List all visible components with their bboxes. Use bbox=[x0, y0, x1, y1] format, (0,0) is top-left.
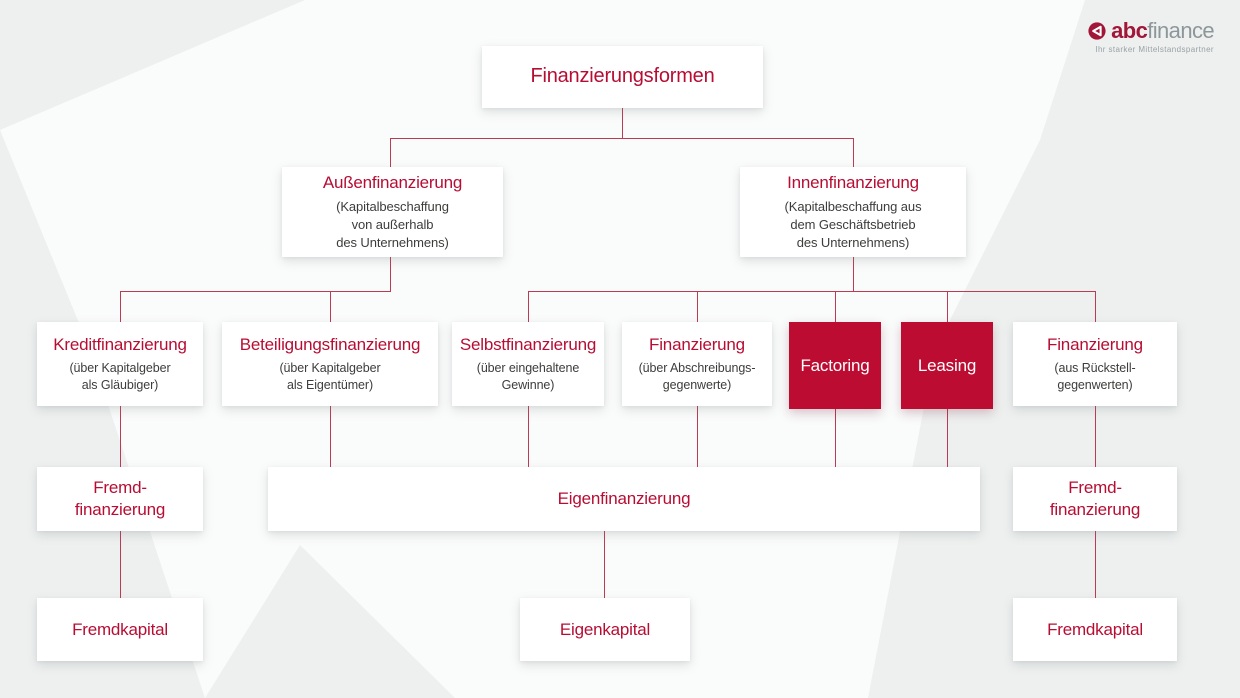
connector-line bbox=[697, 404, 698, 467]
connector-line bbox=[120, 404, 121, 467]
node-label: Finanzierung bbox=[649, 334, 745, 354]
connector-line bbox=[947, 404, 948, 467]
node-factoring: Factoring bbox=[789, 322, 881, 409]
connector-line bbox=[1095, 531, 1096, 598]
connector-line bbox=[330, 291, 331, 322]
node-label: Fremd- finanzierung bbox=[1049, 478, 1141, 519]
node-leasing: Leasing bbox=[901, 322, 993, 409]
node-eigenkapital: Eigenkapital bbox=[520, 598, 690, 661]
node-label: Factoring bbox=[800, 355, 870, 375]
node-label: Fremd- finanzierung bbox=[74, 478, 166, 519]
connector-line bbox=[835, 291, 836, 322]
node-note: (Kapitalbeschaffung von außerhalb des Un… bbox=[336, 198, 449, 250]
connector-line bbox=[697, 291, 698, 322]
logo-tagline: Ihr starker Mittelstandspartner bbox=[1095, 45, 1214, 54]
node-note: (über Abschreibungs- gegenwerte) bbox=[638, 360, 756, 392]
node-label: Fremdkapital bbox=[1047, 619, 1143, 639]
connector-line bbox=[528, 404, 529, 467]
connector-line bbox=[622, 108, 623, 138]
node-label: Kreditfinanzierung bbox=[53, 334, 187, 354]
node-selbstfinanzierung: Selbstfinanzierung (über eingehaltene Ge… bbox=[452, 322, 604, 406]
node-kreditfinanzierung: Kreditfinanzierung (über Kapitalgeber al… bbox=[37, 322, 203, 406]
node-fremdkapital-right: Fremdkapital bbox=[1013, 598, 1177, 661]
node-beteiligungsfinanzierung: Beteiligungsfinanzierung (über Kapitalge… bbox=[222, 322, 438, 406]
node-finanzierung-abschreibungsgegenwerte: Finanzierung (über Abschreibungs- gegenw… bbox=[622, 322, 772, 406]
connector-line bbox=[1095, 291, 1096, 322]
node-label: Beteiligungsfinanzierung bbox=[239, 334, 421, 354]
node-label: Selbstfinanzierung bbox=[459, 334, 597, 354]
node-label: Finanzierung bbox=[1047, 334, 1143, 354]
node-label: Eigenkapital bbox=[559, 619, 651, 639]
connector-line bbox=[853, 257, 854, 291]
connector-line bbox=[947, 291, 948, 322]
node-fremdfinanzierung-left: Fremd- finanzierung bbox=[37, 467, 203, 531]
node-aussenfinanzierung: Außenfinanzierung (Kapitalbeschaffung vo… bbox=[282, 167, 503, 257]
node-label: Fremdkapital bbox=[72, 619, 168, 639]
connector-line bbox=[390, 138, 854, 139]
node-label: Eigenfinanzierung bbox=[557, 489, 691, 509]
node-note: (Kapitalbeschaffung aus dem Geschäftsbet… bbox=[784, 198, 922, 250]
node-label: Finanzierungsformen bbox=[530, 65, 715, 88]
node-finanzierungsformen: Finanzierungsformen bbox=[482, 46, 763, 108]
node-label: Leasing bbox=[917, 355, 977, 375]
connector-line bbox=[528, 291, 529, 322]
abcfinance-logo: abcfinance Ihr starker Mittelstandspartn… bbox=[1088, 18, 1215, 54]
node-note: (über Kapitalgeber als Gläubiger) bbox=[69, 360, 171, 392]
node-label: Innenfinanzierung bbox=[787, 173, 919, 193]
connector-line bbox=[120, 291, 121, 322]
connector-line bbox=[1095, 404, 1096, 467]
abcfinance-logo-icon bbox=[1088, 22, 1106, 40]
node-note: (über eingehaltene Gewinne) bbox=[476, 360, 580, 392]
connector-line bbox=[528, 291, 1096, 292]
node-eigenfinanzierung: Eigenfinanzierung bbox=[268, 467, 980, 531]
node-innenfinanzierung: Innenfinanzierung (Kapitalbeschaffung au… bbox=[740, 167, 966, 257]
node-label: Außenfinanzierung bbox=[322, 173, 463, 193]
logo-text-light: finance bbox=[1147, 18, 1214, 43]
connector-line bbox=[120, 531, 121, 598]
node-fremdfinanzierung-right: Fremd- finanzierung bbox=[1013, 467, 1177, 531]
connector-line bbox=[120, 291, 391, 292]
node-finanzierung-rueckstellgegenwerte: Finanzierung (aus Rückstell- gegenwerten… bbox=[1013, 322, 1177, 406]
logo-text-bold: abc bbox=[1111, 18, 1148, 43]
connector-line bbox=[853, 138, 854, 167]
node-note: (aus Rückstell- gegenwerten) bbox=[1054, 360, 1136, 392]
node-fremdkapital-left: Fremdkapital bbox=[37, 598, 203, 661]
node-note: (über Kapitalgeber als Eigentümer) bbox=[279, 360, 381, 392]
connector-line bbox=[390, 257, 391, 291]
connector-line bbox=[390, 138, 391, 167]
connector-line bbox=[835, 404, 836, 467]
connector-line bbox=[604, 531, 605, 598]
connector-line bbox=[330, 404, 331, 467]
